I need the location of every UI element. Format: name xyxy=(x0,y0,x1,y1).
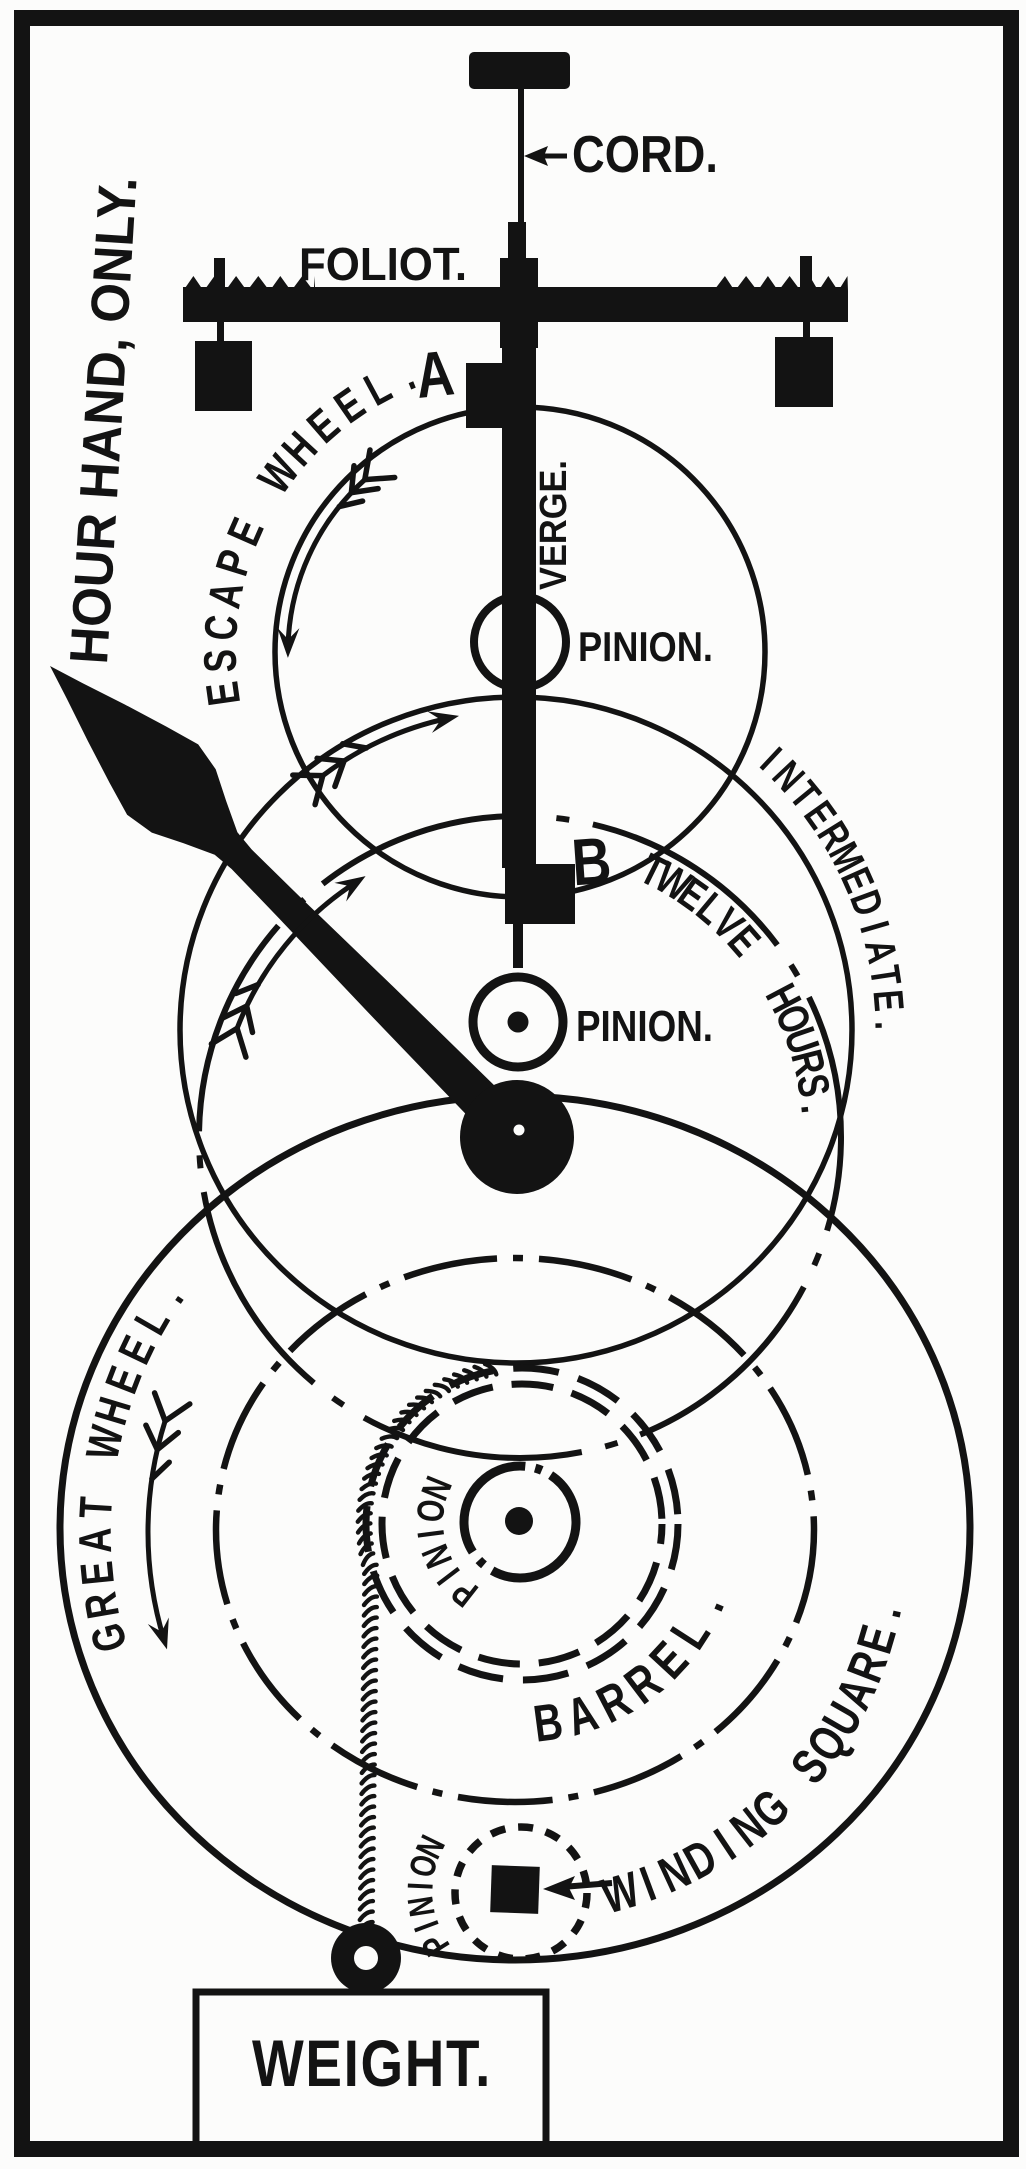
svg-text:CORD.: CORD. xyxy=(572,126,718,184)
svg-text:VERGE.: VERGE. xyxy=(533,460,575,590)
svg-text:E: E xyxy=(864,988,913,1013)
svg-text:T: T xyxy=(69,1495,122,1519)
svg-text:WEIGHT.: WEIGHT. xyxy=(252,2026,492,2100)
svg-text:E: E xyxy=(70,1559,124,1587)
svg-text:PINION.: PINION. xyxy=(578,623,713,670)
svg-text:S: S xyxy=(194,648,246,673)
svg-text:A: A xyxy=(412,337,457,412)
svg-text:I: I xyxy=(400,1881,441,1891)
svg-text:.: . xyxy=(866,1021,913,1031)
svg-text:PINION.: PINION. xyxy=(576,1002,713,1051)
svg-text:A: A xyxy=(69,1527,121,1553)
svg-text:FOLIOT.: FOLIOT. xyxy=(299,238,467,290)
svg-text:B: B xyxy=(569,823,613,900)
svg-text:C: C xyxy=(194,613,248,642)
svg-text:.: . xyxy=(791,1102,840,1116)
svg-text:O: O xyxy=(409,1497,454,1525)
